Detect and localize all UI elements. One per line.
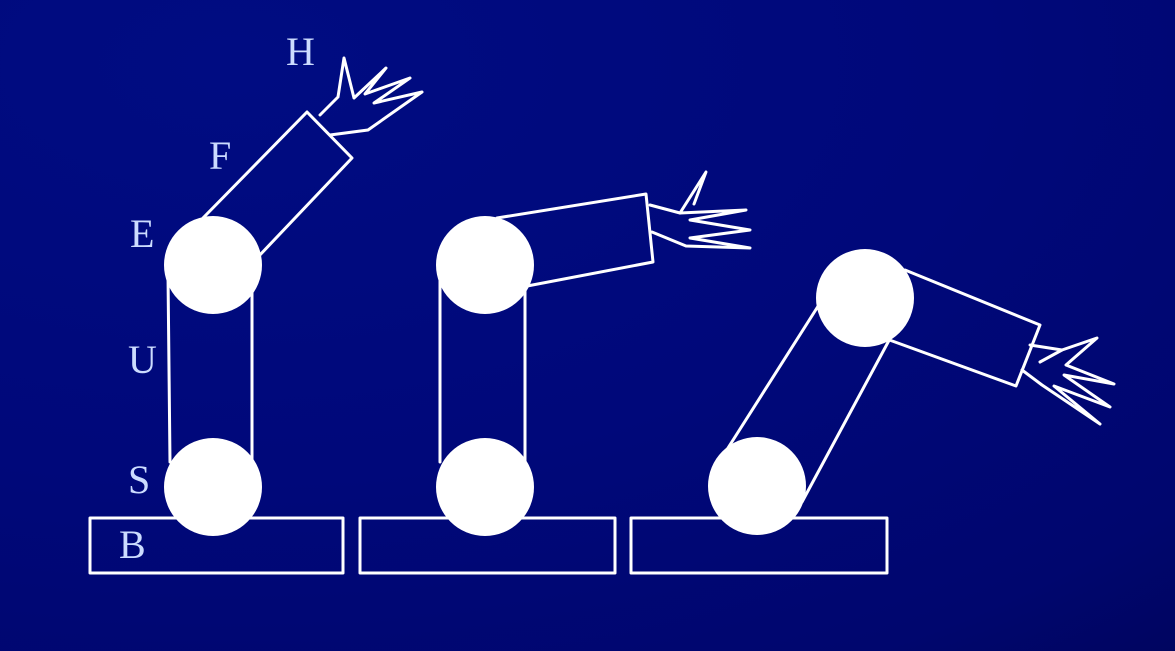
label-forearm: F xyxy=(209,133,232,178)
forearm-2 xyxy=(495,192,655,289)
elbow-joint-3 xyxy=(816,249,914,347)
shoulder-joint-2 xyxy=(436,438,534,536)
elbow-joint-2 xyxy=(436,216,534,314)
robot-arm-3 xyxy=(629,249,1116,575)
upper-arm-2 xyxy=(438,273,527,464)
label-base: B xyxy=(119,522,146,567)
shoulder-joint-3 xyxy=(708,437,806,535)
label-upper-arm: U xyxy=(128,337,157,382)
shoulder-joint-1 xyxy=(164,438,262,536)
label-shoulder: S xyxy=(128,457,151,502)
robot-arm-1 xyxy=(88,56,424,575)
upper-arm-3 xyxy=(726,298,902,504)
hand-3-fingers xyxy=(1020,336,1116,426)
hand-2-thumb xyxy=(678,170,708,215)
upper-arm-1 xyxy=(166,273,254,464)
label-elbow: E xyxy=(130,211,155,256)
elbow-joint-1 xyxy=(164,216,262,314)
label-hand: H xyxy=(286,29,315,74)
hand-2-fingers xyxy=(648,203,752,250)
forearm-3 xyxy=(882,268,1042,388)
hand-3-thumb xyxy=(1038,348,1064,364)
robot-arm-2 xyxy=(358,170,752,575)
hand-1 xyxy=(318,56,424,137)
